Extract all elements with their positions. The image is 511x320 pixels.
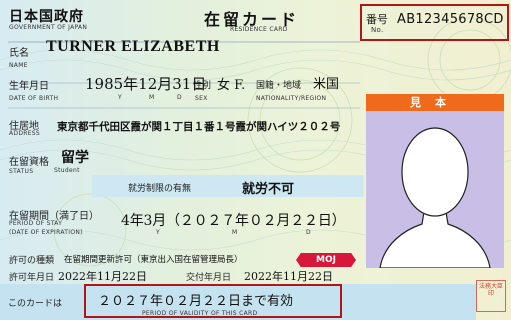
card-title-ja: 在留カード [204,10,300,29]
validity-prefix: このカードは [8,299,63,309]
birth-d: D [177,94,182,101]
birth-m: M [149,94,155,101]
portrait-silhouette [379,127,491,268]
birth-label-ja: 生年月日 [9,81,49,92]
card-number-highlight [360,4,509,41]
address-label-ja: 住居地 [9,121,39,132]
work-value: 就労不可 [242,182,295,197]
number-label-ja: 番号 [366,13,388,26]
sample-label: 見本 [366,94,504,111]
work-label: 就労制限の有無 [128,184,192,194]
sex-label-ja: 性別 [193,81,212,91]
country-en: GOVERNMENT OF JAPAN [9,24,88,31]
work-restriction-band [92,175,364,197]
validity-band [0,284,476,320]
sex-value: 女 F. [217,78,246,93]
name-label-ja: 氏名 [9,48,29,59]
issue-date-label: 交付年月日 [186,273,232,283]
name-label-en: NAME [9,62,28,69]
address-label-en: ADDRESS [9,130,41,137]
period-label-en-2: (DATE OF EXPIRATION) [9,229,83,236]
period-label-ja: 在留期間（満了日） [9,211,99,222]
name-value: TURNER ELIZABETH [46,38,220,55]
period-d: D [306,229,311,236]
permit-date-value: 2022年11月22日 [58,270,147,283]
card-title-en: RESIDENCE CARD [230,26,288,33]
period-y: Y [156,229,160,236]
moj-logo: MOJ [296,253,356,267]
nationality-value: 米国 [313,77,340,92]
birth-value: 1985年12月31日 [85,75,207,93]
status-label-ja: 在留資格 [9,157,49,168]
card-number-value: AB12345678CD [397,12,504,27]
nationality-label-ja: 国籍・地域 [256,81,302,91]
status-value-en: Student [54,167,80,174]
official-stamp: 法務大臣印 [476,280,506,312]
birth-label-en: DATE OF BIRTH [9,95,59,102]
address-value: 東京都千代田区霞が関１丁目１番１号霞が関ハイツ２０２号 [57,121,341,133]
permit-date-label: 許可年月日 [9,273,55,283]
stamp-text: 法務大臣印 [478,283,503,297]
birth-y: Y [118,94,122,101]
permission-label: 許可の種類 [9,256,55,266]
status-label-en: STATUS [9,168,34,175]
nationality-label-en: NATIONALITY/REGION [256,95,327,102]
validity-value: ２０２７年０２月２２日まで有効 [98,294,294,309]
validity-highlight [84,284,342,318]
validity-label-en: PERIOD OF VALIDITY OF THIS CARD [142,310,258,317]
country-ja: 日本国政府 [9,9,84,25]
period-value: 4年3月（２０２７年０２月２２日） [121,213,346,229]
permission-value: 在留期間更新許可（東京出入国在留管理局長） [64,255,243,265]
period-m: M [232,229,238,236]
sex-label-en: SEX [195,95,208,102]
photo-area [366,94,504,268]
number-label-en: No. [371,26,384,34]
period-label-en-1: PERIOD OF STAY [9,220,63,227]
status-value: 留学 [61,150,89,166]
issue-date-value: 2022年11月22日 [244,270,333,283]
